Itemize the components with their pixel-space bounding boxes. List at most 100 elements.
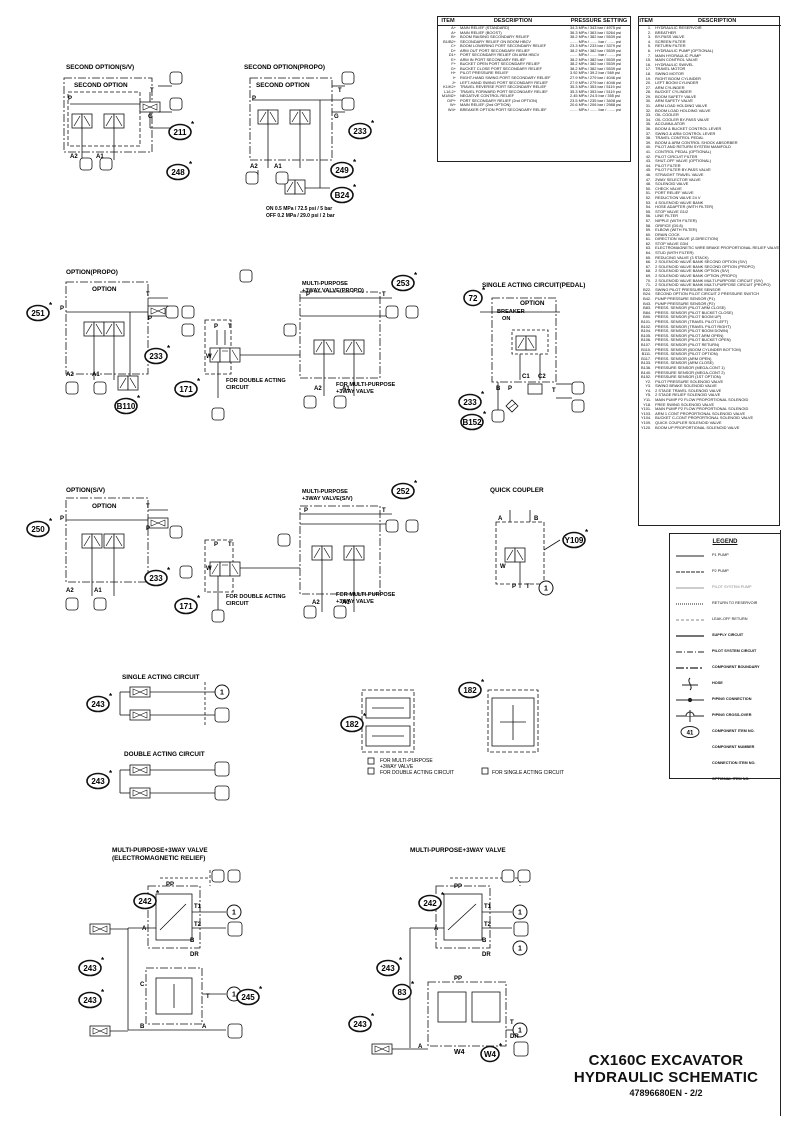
item-description: PRESS. SENSOR (ARM CLOSE) [655,361,714,366]
port-box [227,869,241,883]
pressure-value: 2.45 MPa / 24.5 bar / 355 psi [570,94,620,99]
callout-text: Y109 [565,536,584,545]
svg-text:A: A [142,926,147,932]
item-row: 47.2WAY SELECTOR VALVE [639,178,781,183]
item-row: 4.SCREEN FILTER [639,40,781,45]
callout-text: 233 [463,398,477,407]
callout-bubble [78,959,102,977]
item-description: PUMP PRESSURE SENSOR (P2) [655,301,715,306]
item-row: 60.DRAIN COCK [639,233,781,238]
svg-text:W: W [500,564,506,570]
legend-label: COMPONENT ITEM NO. [712,729,755,733]
item-row: 19.RIGHT BOOM CYLINDER [639,76,781,81]
boundary-multi-purpose-propo [299,291,381,379]
item-description: ELECTROMAGNETIC WIRE BRAKE PROPORTIONAL … [655,246,780,251]
item-row: Y5.2 STAGE RELIEF SOLENOID VALVE [639,393,781,398]
item-row: 64.STUD (WITH FILTER) [639,251,781,256]
item-number: 39. [645,140,652,145]
item-description: MAIN CONTROL VALVE [655,58,698,63]
item-row: 65.REDUCING VALVE (3 STACK) [639,256,781,261]
svg-text:P: P [304,508,308,514]
callout-182: 182* [458,678,485,699]
svg-text:T: T [338,88,342,94]
item-number: 56. [645,214,652,219]
callout-72: 72* [463,286,486,307]
port-box [214,707,230,723]
item-description: TRAVEL CONTROL PEDAL [655,136,704,141]
svg-text:P: P [508,386,512,392]
pressure-item: B+ [451,35,456,40]
item-number: 27. [645,85,652,90]
callout-text: 211 [174,128,187,137]
callout-bubble [133,892,157,910]
svg-text:A2: A2 [314,386,322,392]
item-row: 71.2 SOLENOID VALVE BANK MULTI-PURPOSE C… [639,283,781,288]
item-row: 50.CHECK VALVE [639,187,781,192]
callout-text: B110 [117,402,136,411]
item-number: 53. [645,200,652,205]
item-row: B107.PRESS. SENSOR (PILOT RETURN) [639,343,781,348]
item-description: PRESS. SENSOR (ARM OPEN) [655,356,712,361]
col-description: DESCRIPTION [653,17,782,26]
item-description: HOSE ADAPTER (WITH FILTER) [655,205,714,210]
item-row: B84.PRESS. SENSOR (PILOT BUCKET CLOSE) [639,311,781,316]
item-row: 43.SHUT-OFF VALVE (OPTIONAL) [639,159,781,164]
callout-text: 233 [353,127,367,136]
boundary-second-option-sv [63,77,153,153]
label-option-propo: OPTION(PROPO) [66,269,118,276]
boundary-mp-bottom [427,981,507,1047]
item-row: 18.SWING MOTOR [639,72,781,77]
pressure-description: PORT SECONDARY RELIEF ON ARM HBCV [460,53,540,58]
item-row: B104.PRESS. SENSOR (PILOT BOOM DOWN) [639,329,781,334]
item-description: TRAVEL MOTOR [655,67,686,72]
item-description: PRESS. SENSOR (PILOT BOOM DOWN) [655,329,729,334]
svg-text:T: T [206,994,210,1000]
label-option-pedal: OPTION [520,300,545,307]
item-row: 61.DIRECTION VALVE (2-DIRECTION) [639,237,781,242]
pressure-item: O/P+ [447,98,456,103]
pressure-description: LEFT-HAND SWING PORT SECONDARY RELIEF [460,80,548,85]
optional-asterisk: * [414,479,418,488]
legend-label: SUPPLY CIRCUIT [712,633,744,637]
item-row: B136.PRESSURE SENSOR (MEGA-CONT 1) [639,366,781,371]
svg-text:1: 1 [220,690,224,697]
pressure-description: PILOT PRESSURE RELIEF [460,71,509,76]
port-box [491,409,505,423]
svg-text:W4: W4 [454,1049,465,1056]
item-number: 44. [645,163,652,168]
callout-text: B152 [462,418,482,427]
callout-bubble [463,289,483,307]
item-description: PILOT AND RETURN SYSTEM MANIFOLD [655,145,731,150]
item-number: 17. [645,67,652,72]
optional-asterisk: * [399,956,403,965]
callout-243: 243* [86,692,113,713]
pressure-description: RIGHT-HAND SWING PORT SECONDARY RELIEF [460,76,551,81]
port-box [214,761,230,777]
svg-text:P: P [60,516,64,522]
item-row: B152.PRESSURE SENSOR (1ST OPTION) [639,375,781,380]
svg-text:T: T [552,388,556,394]
item-description: 2 STAGE TRAVEL SOLENOID VALVE [655,388,722,393]
component-item-no-icon [680,726,700,738]
port-box [227,921,243,937]
svg-text:A2: A2 [312,600,320,606]
callout-245: 245* [236,985,263,1006]
callout-text: 245 [241,993,255,1002]
optional-asterisk: * [499,1042,503,1051]
item-row: 54.HOSE ADAPTER (WITH FILTER) [639,205,781,210]
svg-text:A: A [418,1044,423,1050]
pressure-table-header: ITEM DESCRIPTION PRESSURE SETTING [438,17,630,26]
callout-text: B24 [335,191,350,200]
callout-243: 243* [376,956,403,977]
port-box [405,305,419,319]
item-number: 30. [645,99,652,104]
legend-label: PIPING CONNECTION [712,697,752,701]
reservoir-connection [226,904,242,920]
item-number: 58. [645,223,652,228]
item-row: 16.HYDRAULIC SWIVEL [639,63,781,68]
optional-asterisk: * [197,594,201,603]
callout-bubble [460,413,484,431]
port-box [211,609,225,623]
svg-text:P: P [146,526,150,532]
